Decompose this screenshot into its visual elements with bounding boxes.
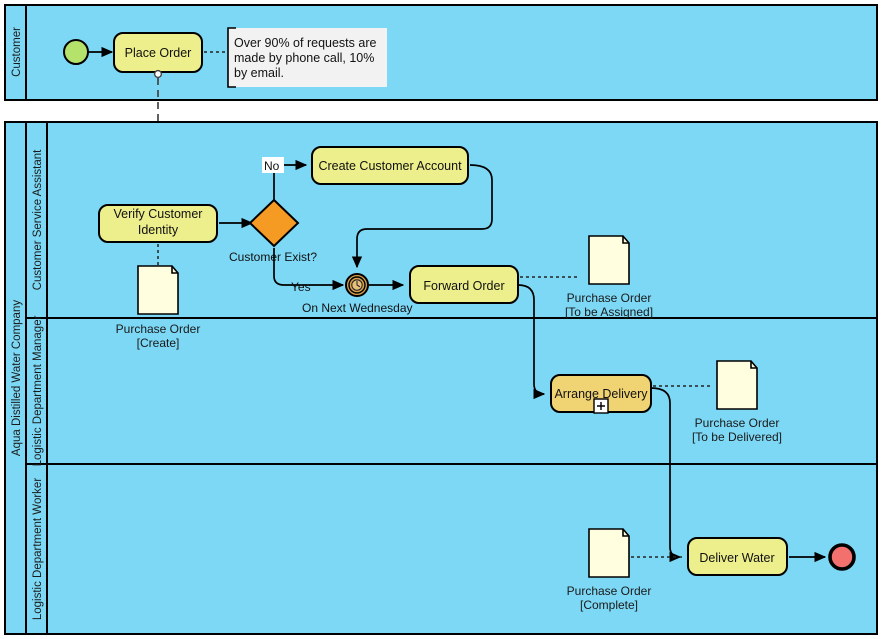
sequence-flow-arrange-delivery-to-deliver-water <box>650 387 682 563</box>
timer-intermediate-event[interactable]: On Next Wednesday <box>302 273 413 315</box>
data-object-po-complete-state: [Complete] <box>580 598 638 612</box>
task-place-order[interactable]: Place Order <box>113 32 203 73</box>
task-verify-customer-identity[interactable]: Verify Customer Identity <box>98 204 218 243</box>
data-object-po-to-be-delivered[interactable]: Purchase Order [To be Delivered] <box>692 360 782 444</box>
annotation-line-2: made by phone call, 10% <box>234 51 374 65</box>
task-arrange-delivery-label: Arrange Delivery <box>554 387 648 401</box>
flow-label-no: No <box>262 157 284 173</box>
task-create-customer-account[interactable]: Create Customer Account <box>311 146 469 185</box>
task-forward-order[interactable]: Forward Order <box>409 265 519 304</box>
data-object-po-to-be-assigned[interactable]: Purchase Order [To be Assigned] <box>565 235 653 319</box>
flow-label-no-text: No <box>264 159 280 173</box>
task-arrange-delivery[interactable]: Arrange Delivery <box>550 374 652 414</box>
annotation-line-3: by email. <box>234 66 284 80</box>
data-object-po-assigned-name: Purchase Order <box>567 291 652 305</box>
annotation-line-1: Over 90% of requests are <box>234 36 376 50</box>
data-object-po-create-state: [Create] <box>137 336 180 350</box>
data-object-po-create-name: Purchase Order <box>116 322 201 336</box>
task-deliver-water[interactable]: Deliver Water <box>687 537 788 576</box>
task-deliver-water-label: Deliver Water <box>699 551 774 565</box>
data-object-po-create[interactable]: Purchase Order [Create] <box>116 265 201 350</box>
start-event[interactable] <box>63 39 89 65</box>
flow-label-yes-text: Yes <box>291 280 311 294</box>
lane-csa-label: Customer Service Assistant <box>32 149 44 290</box>
lane-ldw-label: Logistic Department Worker <box>32 478 44 620</box>
annotation-phone-email: Over 90% of requests are made by phone c… <box>227 27 387 88</box>
sequence-flow-yes <box>273 248 345 291</box>
task-place-order-label: Place Order <box>125 46 192 60</box>
task-forward-order-label: Forward Order <box>423 279 504 293</box>
data-object-po-assigned-state: [To be Assigned] <box>565 305 653 319</box>
task-verify-label-line2: Identity <box>138 223 179 237</box>
plus-icon <box>597 402 605 410</box>
data-object-po-delivered-name: Purchase Order <box>695 416 780 430</box>
data-object-po-delivered-state: [To be Delivered] <box>692 430 782 444</box>
task-verify-label-line1: Verify Customer <box>114 207 203 221</box>
sequence-flow-forward-order-to-arrange-delivery <box>517 284 546 400</box>
timer-event-label: On Next Wednesday <box>302 301 413 315</box>
data-object-po-complete[interactable]: Purchase Order [Complete] <box>567 528 652 612</box>
data-object-po-complete-name: Purchase Order <box>567 584 652 598</box>
task-create-customer-account-label: Create Customer Account <box>318 159 462 173</box>
lane-ldm-label: Logistic Department Manager <box>32 315 44 466</box>
pool-aqua-label: Aqua Distilled Water Company <box>11 300 23 456</box>
pool-customer-label: Customer <box>11 27 23 77</box>
sequence-flow-create-account-to-timer <box>351 164 493 269</box>
end-event[interactable] <box>828 543 856 571</box>
